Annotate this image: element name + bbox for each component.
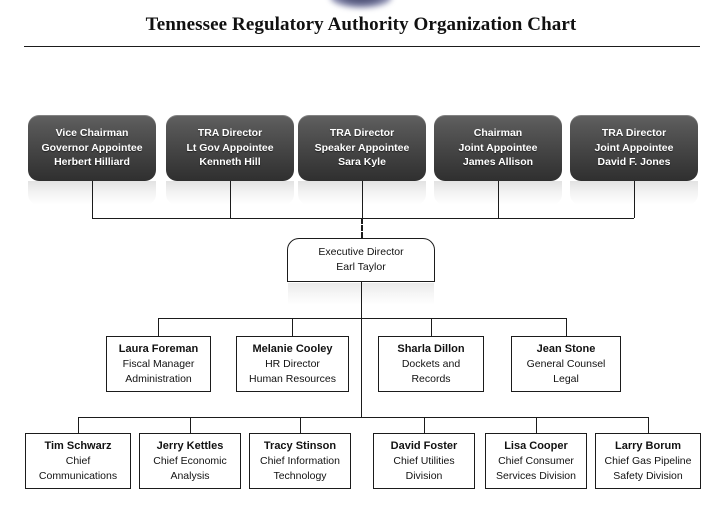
commissioner-appointment: Joint Appointee <box>594 141 674 154</box>
chief-box-larry-borum[interactable]: Larry Borum Chief Gas Pipeline Safety Di… <box>595 433 701 489</box>
connector-chief-5 <box>536 417 537 433</box>
commissioner-box-david-f-jones[interactable]: TRA Director Joint Appointee David F. Jo… <box>570 115 698 181</box>
commissioner-title: TRA Director <box>197 127 263 140</box>
commissioner-name: Sara Kyle <box>338 156 386 169</box>
director-role: General Counsel <box>526 357 606 370</box>
connector-chief-bus <box>78 417 648 418</box>
commissioner-name: Kenneth Hill <box>199 156 261 169</box>
connector-chief-2 <box>190 417 191 433</box>
commissioner-title: Vice Chairman <box>55 127 129 140</box>
commissioner-name: Herbert Hilliard <box>54 156 130 169</box>
connector-commissioner-2 <box>230 181 231 218</box>
chief-name: Larry Borum <box>614 439 682 452</box>
executive-director-box[interactable]: Executive Director Earl Taylor <box>287 238 435 282</box>
commissioner-box-kenneth-hill[interactable]: TRA Director Lt Gov Appointee Kenneth Hi… <box>166 115 294 181</box>
connector-commissioner-1 <box>92 181 93 218</box>
commissioner-title: TRA Director <box>329 127 395 140</box>
executive-name: Earl Taylor <box>336 261 386 273</box>
director-box-jean-stone[interactable]: Jean Stone General Counsel Legal <box>511 336 621 392</box>
chief-name: Tim Schwarz <box>44 439 112 452</box>
commissioner-appointment: Governor Appointee <box>41 141 143 154</box>
executive-title: Executive Director <box>318 246 404 258</box>
connector-director-1 <box>158 318 159 336</box>
chief-role-line1: Chief <box>65 454 91 467</box>
chief-box-jerry-kettles[interactable]: Jerry Kettles Chief Economic Analysis <box>139 433 241 489</box>
director-role: Fiscal Manager <box>122 357 195 370</box>
director-name: Sharla Dillon <box>397 342 465 355</box>
chief-box-david-foster[interactable]: David Foster Chief Utilities Division <box>373 433 475 489</box>
title-divider <box>24 46 700 47</box>
commissioner-appointment: Lt Gov Appointee <box>186 141 274 154</box>
chief-role-line2: Division <box>405 469 443 482</box>
commissioner-name: David F. Jones <box>597 156 671 169</box>
director-department: Administration <box>125 372 192 385</box>
chief-role-line1: Chief Utilities <box>393 454 455 467</box>
chief-name: David Foster <box>390 439 458 452</box>
chief-role-line1: Chief Consumer <box>498 454 574 467</box>
organization-logo-icon <box>330 0 392 8</box>
commissioner-title: Chairman <box>473 127 523 140</box>
commissioner-name: James Allison <box>462 156 534 169</box>
chief-role-line1: Chief Information <box>260 454 340 467</box>
connector-chief-6 <box>648 417 649 433</box>
chief-role-line1: Chief Gas Pipeline <box>604 454 692 467</box>
director-box-melanie-cooley[interactable]: Melanie Cooley HR Director Human Resourc… <box>236 336 349 392</box>
chief-role-line2: Communications <box>38 469 118 482</box>
chief-role-line2: Technology <box>273 469 327 482</box>
director-department: Human Resources <box>249 372 336 385</box>
chief-box-tracy-stinson[interactable]: Tracy Stinson Chief Information Technolo… <box>249 433 351 489</box>
commissioner-box-sara-kyle[interactable]: TRA Director Speaker Appointee Sara Kyle <box>298 115 426 181</box>
commissioner-box-james-allison[interactable]: Chairman Joint Appointee James Allison <box>434 115 562 181</box>
connector-executive-spine <box>361 282 362 417</box>
commissioner-title: TRA Director <box>601 127 667 140</box>
chief-name: Lisa Cooper <box>504 439 568 452</box>
connector-commissioner-4 <box>498 181 499 218</box>
commissioner-appointment: Joint Appointee <box>458 141 538 154</box>
director-role: HR Director <box>265 357 320 370</box>
director-department: Legal <box>553 372 579 385</box>
chief-name: Tracy Stinson <box>263 439 337 452</box>
connector-director-2 <box>292 318 293 336</box>
chief-box-tim-schwarz[interactable]: Tim Schwarz Chief Communications <box>25 433 131 489</box>
connector-director-3 <box>431 318 432 336</box>
director-box-sharla-dillon[interactable]: Sharla Dillon Dockets and Records <box>378 336 484 392</box>
commissioner-box-herbert-hilliard[interactable]: Vice Chairman Governor Appointee Herbert… <box>28 115 156 181</box>
connector-commissioner-5 <box>634 181 635 218</box>
director-name: Jean Stone <box>536 342 596 355</box>
chief-box-lisa-cooper[interactable]: Lisa Cooper Chief Consumer Services Divi… <box>485 433 587 489</box>
chief-role-line2: Analysis <box>170 469 210 482</box>
chief-role-line2: Services Division <box>496 469 576 482</box>
connector-executive-dashed <box>361 218 363 238</box>
connector-chief-3 <box>300 417 301 433</box>
director-name: Laura Foreman <box>118 342 199 355</box>
connector-commissioner-bus <box>92 218 634 219</box>
director-name: Melanie Cooley <box>252 342 333 355</box>
director-department: Records <box>411 372 451 385</box>
commissioner-appointment: Speaker Appointee <box>314 141 410 154</box>
page-title: Tennessee Regulatory Authority Organizat… <box>145 14 577 35</box>
director-role: Dockets and <box>401 357 461 370</box>
connector-chief-4 <box>424 417 425 433</box>
chief-role-line1: Chief Economic <box>153 454 227 467</box>
connector-director-bus <box>158 318 566 319</box>
director-box-laura-foreman[interactable]: Laura Foreman Fiscal Manager Administrat… <box>106 336 211 392</box>
chief-name: Jerry Kettles <box>156 439 224 452</box>
chief-role-line2: Safety Division <box>613 469 683 482</box>
connector-chief-1 <box>78 417 79 433</box>
connector-commissioner-3 <box>362 181 363 218</box>
connector-director-4 <box>566 318 567 336</box>
